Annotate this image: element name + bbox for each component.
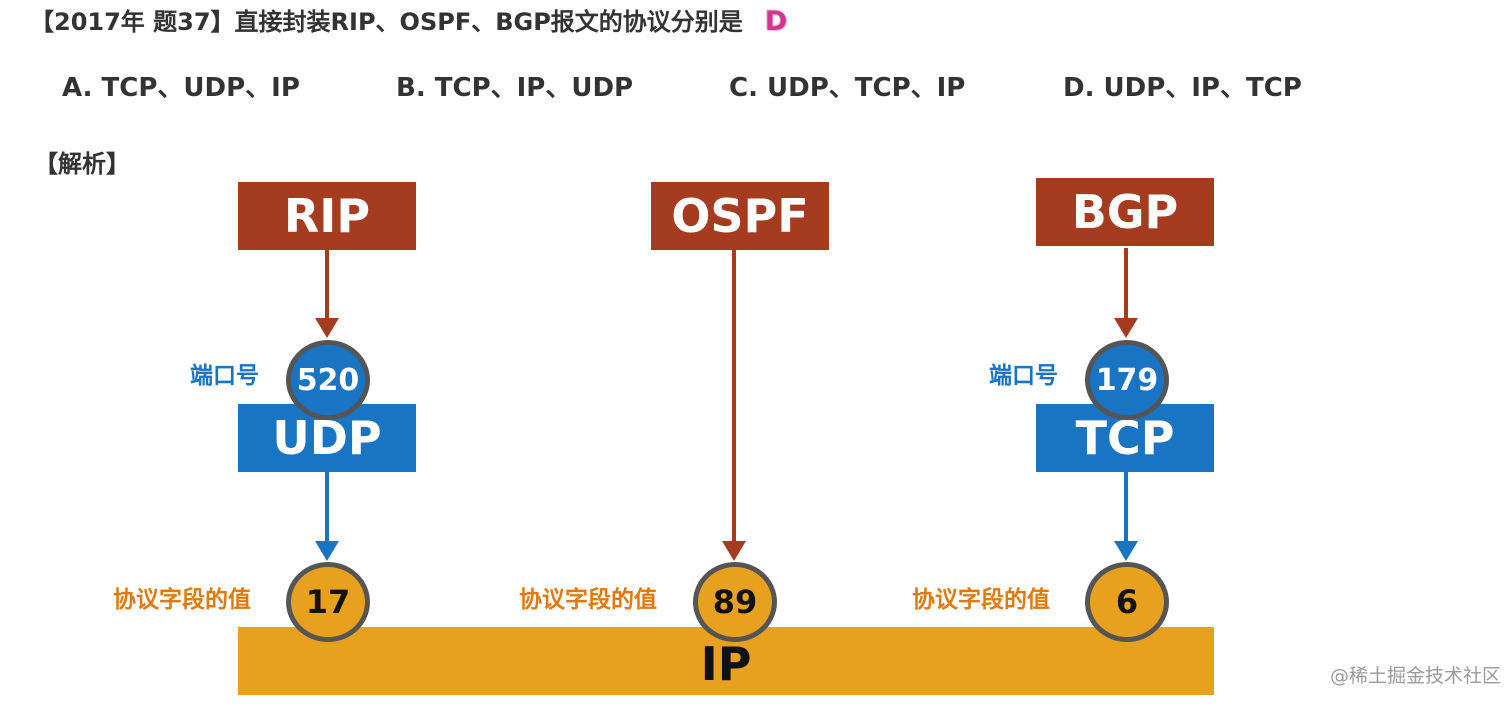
rip-port-value: 520 <box>296 362 360 398</box>
option-b: B. TCP、IP、UDP <box>396 73 634 103</box>
question-text: 【2017年 题37】直接封装RIP、OSPF、BGP报文的协议分别是 <box>30 8 743 36</box>
rip-box: RIP <box>238 182 416 250</box>
bgp-label: BGP <box>1071 185 1179 239</box>
watermark: @稀土掘金技术社区 <box>1330 665 1502 687</box>
ospf-box: OSPF <box>651 182 829 250</box>
field-label-tcp: 协议字段的值 <box>912 587 1050 613</box>
rip-port-circle: 520 <box>286 340 370 420</box>
ip-label: IP <box>700 637 752 691</box>
udp-label: UDP <box>272 411 382 465</box>
port-label-rip: 端口号 <box>190 363 259 389</box>
arrowhead-tcp-to-ip <box>1114 541 1138 561</box>
ospf-field-circle: 89 <box>693 562 777 642</box>
udp-field-circle: 17 <box>286 562 370 642</box>
answer-mark: D <box>764 6 788 37</box>
tcp-field-value: 6 <box>1115 583 1139 621</box>
tcp-field-circle: 6 <box>1085 562 1169 642</box>
arrowhead-rip-to-udp <box>315 318 339 338</box>
option-d: D. UDP、IP、TCP <box>1063 73 1302 103</box>
field-label-udp: 协议字段的值 <box>113 587 251 613</box>
port-label-bgp: 端口号 <box>989 363 1058 389</box>
tcp-label: TCP <box>1075 411 1175 465</box>
arrowhead-udp-to-ip <box>315 541 339 561</box>
udp-field-value: 17 <box>305 583 351 621</box>
ospf-label: OSPF <box>671 189 809 243</box>
bgp-box: BGP <box>1036 178 1214 246</box>
bgp-port-circle: 179 <box>1085 340 1169 420</box>
arrowhead-bgp-to-tcp <box>1114 318 1138 338</box>
arrowhead-ospf-to-ip <box>722 541 746 561</box>
ospf-field-value: 89 <box>712 583 758 621</box>
field-label-ospf: 协议字段的值 <box>519 587 657 613</box>
option-a: A. TCP、UDP、IP <box>62 73 300 103</box>
bgp-port-value: 179 <box>1095 362 1159 398</box>
rip-label: RIP <box>283 189 371 243</box>
option-c: C. UDP、TCP、IP <box>729 73 966 103</box>
analysis-label: 【解析】 <box>34 150 130 178</box>
question-title: 【2017年 题37】直接封装RIP、OSPF、BGP报文的协议分别是 D <box>30 4 787 40</box>
